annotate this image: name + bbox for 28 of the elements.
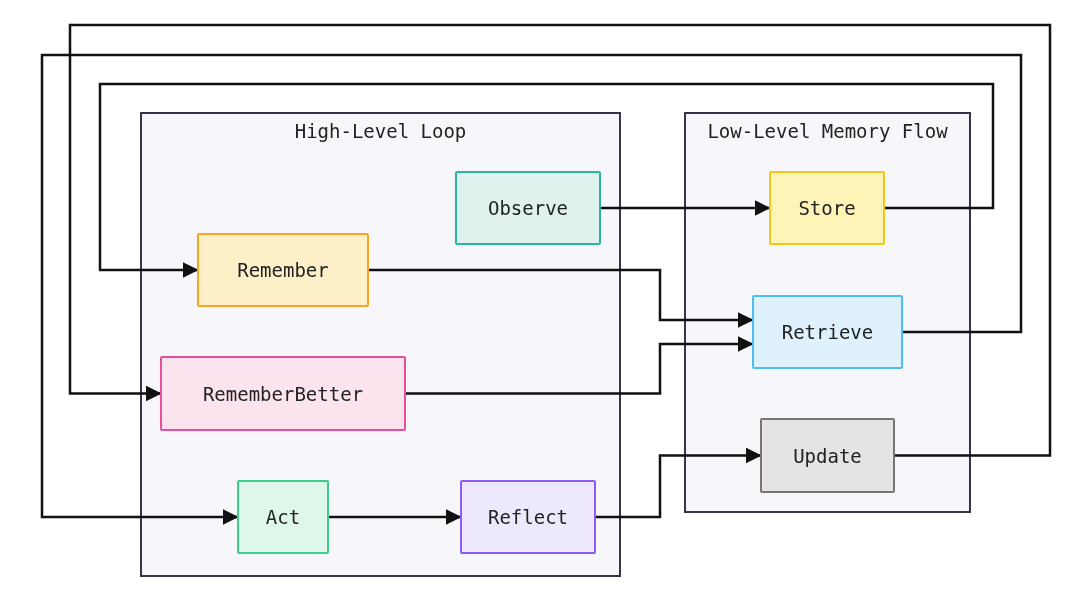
process-box bbox=[460, 480, 596, 554]
node-label: Retrieve bbox=[781, 321, 874, 343]
process-box bbox=[455, 171, 601, 245]
node-label: RememberBetter bbox=[202, 382, 364, 405]
arrow bbox=[601, 200, 771, 216]
group-container bbox=[684, 112, 971, 513]
node-label: Store bbox=[798, 197, 856, 219]
arrow bbox=[369, 268, 754, 328]
arrow bbox=[40, 53, 1023, 525]
group-title: High-Level Loop bbox=[293, 120, 468, 142]
arrow bbox=[406, 336, 754, 395]
process-box bbox=[752, 295, 903, 369]
process-box bbox=[237, 480, 329, 554]
process-box bbox=[769, 171, 885, 245]
process-box bbox=[160, 356, 406, 431]
arrow bbox=[329, 509, 462, 525]
group-container bbox=[140, 112, 621, 577]
process-box bbox=[197, 233, 369, 307]
node-label: Remember bbox=[237, 259, 329, 281]
arrow bbox=[68, 23, 1052, 457]
arrow bbox=[596, 447, 762, 519]
node-label: Observe bbox=[487, 197, 569, 219]
node-label: Update bbox=[793, 444, 862, 467]
process-box bbox=[760, 418, 895, 493]
node-label: Reflect bbox=[487, 506, 569, 528]
arrow bbox=[98, 82, 995, 278]
group-title: Low-Level Memory Flow bbox=[706, 120, 949, 142]
node-label: Act bbox=[265, 506, 301, 528]
